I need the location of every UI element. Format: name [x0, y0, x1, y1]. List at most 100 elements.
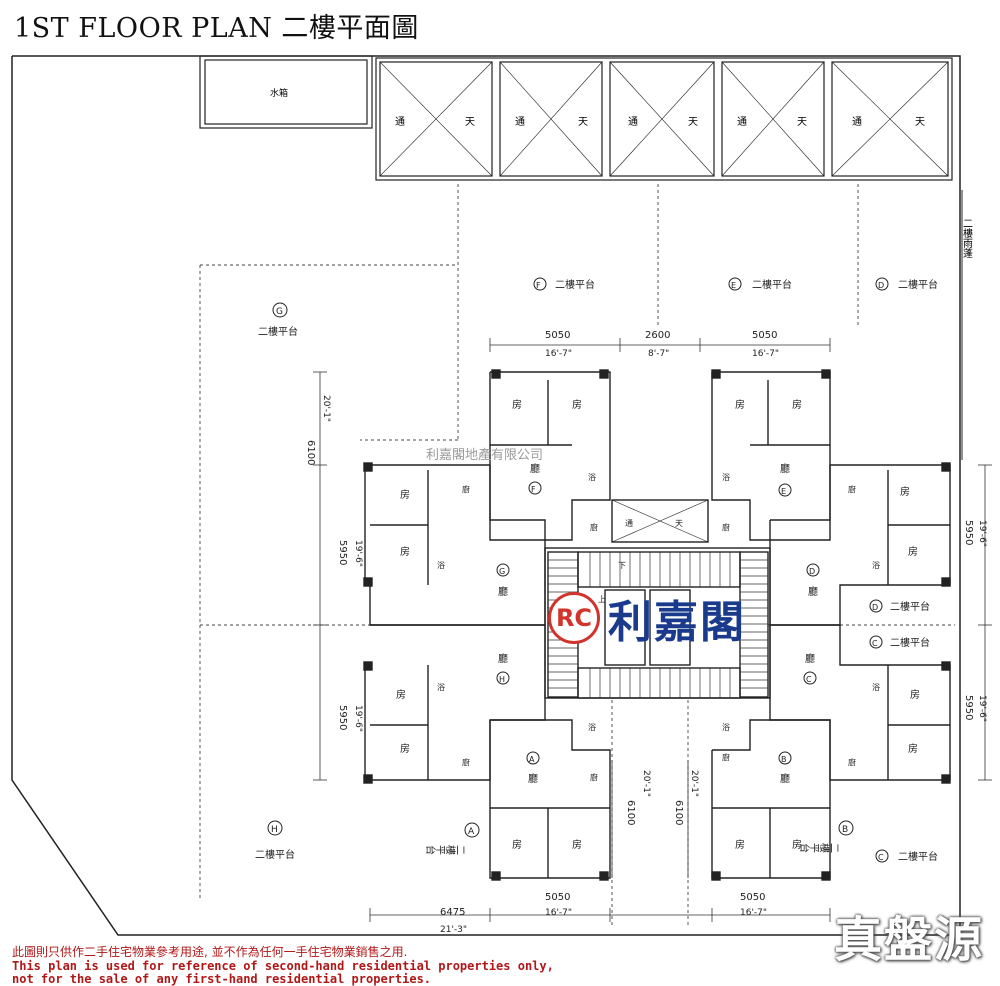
dim-bottom-left: 5050	[545, 892, 570, 903]
dim-bottom-right-ft: 16'-7"	[740, 908, 767, 918]
dimension-lines	[313, 338, 992, 922]
terrace-D2-label: 二樓平台	[890, 600, 930, 613]
disclaimer-en-2: not for the sale of any first-hand resid…	[12, 972, 432, 986]
terrace-F-label: 二樓平台	[555, 278, 595, 291]
A-bath: 浴	[588, 722, 596, 732]
stair-down: 下	[618, 561, 626, 570]
dim-bottom-far: 6475	[440, 907, 465, 918]
building	[363, 369, 951, 881]
terrace-labels: F 二樓平台 E 二樓平台 D 二樓平台 G 二樓平台 H 二樓平台 D 二樓平…	[255, 277, 938, 863]
B-living: 廳	[780, 772, 790, 785]
open-air-1b: 天	[465, 117, 475, 128]
terrace-C-label: 二樓平台	[898, 850, 938, 863]
agency-name-small: 利嘉閣地產有限公司	[426, 448, 544, 463]
dim-top-left: 5050	[545, 330, 570, 341]
D-bed-1: 房	[900, 485, 910, 498]
center-logo: RC 利嘉閣	[548, 590, 746, 648]
E-bed-2: 房	[792, 398, 802, 411]
rc-logo-icon: RC	[548, 592, 600, 644]
G-letter: G	[499, 567, 505, 576]
terrace-H-letter: H	[271, 825, 278, 835]
open-air-3a: 通	[628, 116, 638, 128]
dim-bottom-left-ft: 16'-7"	[545, 908, 572, 918]
terrace-B-letter: B	[842, 825, 848, 835]
terrace-D-letter: D	[878, 281, 884, 290]
stair-hatching	[548, 552, 768, 698]
open-air-4a: 通	[737, 116, 747, 128]
G-bath: 浴	[437, 560, 445, 570]
open-air-2b: 天	[578, 117, 588, 128]
open-air-1a: 通	[395, 116, 405, 128]
A-living: 廳	[528, 772, 538, 785]
dim-right-lower-ft: 19'-6"	[977, 695, 987, 722]
F-bath: 浴	[588, 472, 596, 482]
terrace-H-label: 二樓平台	[255, 848, 295, 861]
G-bed-2: 房	[400, 545, 410, 558]
B-bath: 浴	[722, 722, 730, 732]
dimension-texts: 5050 16'-7" 2600 8'-7" 5050 16'-7" 6100 …	[305, 330, 987, 935]
B-bed-1: 房	[735, 838, 745, 851]
dim-left-lower-ft: 19'-6"	[353, 705, 363, 732]
A-bed-2: 房	[572, 838, 582, 851]
terrace-C2-label: 二樓平台	[890, 636, 930, 649]
F-bed-1: 房	[512, 398, 522, 411]
E-kitchen: 廚	[722, 522, 730, 532]
center-logo-name: 利嘉閣	[608, 597, 746, 648]
E-letter: E	[781, 487, 786, 496]
F-bed-2: 房	[572, 398, 582, 411]
dim-bottom-v-left-ft: 20'-1"	[641, 770, 651, 797]
open-air-3b: 天	[688, 117, 698, 128]
terrace-A-letter: A	[468, 827, 475, 837]
C-bath: 浴	[872, 682, 880, 692]
H-bed-2: 房	[400, 742, 410, 755]
terrace-D-label: 二樓平台	[898, 278, 938, 291]
dim-right-lower: 5950	[963, 695, 974, 720]
open-air-5b: 天	[915, 117, 925, 128]
core-open-air-1: 通	[625, 518, 633, 528]
dim-top-left-ft: 16'-7"	[545, 349, 572, 359]
C-kitchen: 廚	[848, 757, 856, 767]
E-bed-1: 房	[735, 398, 745, 411]
dim-left-mid-ft: 19'-6"	[353, 540, 363, 567]
H-bed-1: 房	[396, 688, 406, 701]
dim-top-mid: 2600	[645, 330, 670, 341]
E-living: 廳	[780, 462, 790, 475]
stair-up: 上	[598, 595, 606, 604]
dim-left-lower: 5950	[337, 705, 348, 730]
open-air-4b: 天	[797, 117, 807, 128]
G-living: 廳	[498, 585, 508, 598]
H-kitchen: 廚	[462, 757, 470, 767]
terrace-E-letter: E	[731, 281, 736, 290]
core-open-air-2: 天	[675, 519, 683, 528]
terrace-E-label: 二樓平台	[752, 278, 792, 291]
dim-right-upper-ft: 19'-6"	[977, 520, 987, 547]
dim-top-right-ft: 16'-7"	[752, 349, 779, 359]
H-bath: 浴	[437, 682, 445, 692]
terrace-C2-letter: C	[872, 639, 878, 648]
D-bed-2: 房	[908, 545, 918, 558]
canopy-text: 二樓雨蓬	[961, 218, 973, 259]
open-air-boxes	[375, 57, 953, 181]
page-title: 1ST FLOOR PLAN 二樓平面圖	[14, 13, 419, 44]
dim-left-upper: 6100	[305, 440, 316, 465]
open-air-5a: 通	[852, 116, 862, 128]
terrace-C-letter: C	[878, 853, 884, 862]
water-tank	[199, 55, 373, 129]
D-letter: D	[809, 567, 815, 576]
dim-bottom-far-ft: 21'-3"	[440, 925, 467, 935]
terrace-G-letter: G	[276, 307, 283, 317]
H-living: 廳	[498, 652, 508, 665]
dim-top-right: 5050	[752, 330, 777, 341]
B-letter: B	[781, 755, 787, 764]
canopy-label: 二樓雨蓬	[961, 218, 973, 259]
F-kitchen: 廚	[590, 522, 598, 532]
B-bed-2: 房	[792, 838, 802, 851]
terrace-G-label: 二樓平台	[258, 325, 298, 338]
D-kitchen: 廚	[848, 484, 856, 494]
F-letter: F	[531, 485, 536, 494]
source-logo: 真盤源	[833, 912, 984, 968]
E-bath: 浴	[722, 472, 730, 482]
A-kitchen: 廚	[590, 772, 598, 782]
A-bed-1: 房	[512, 838, 522, 851]
